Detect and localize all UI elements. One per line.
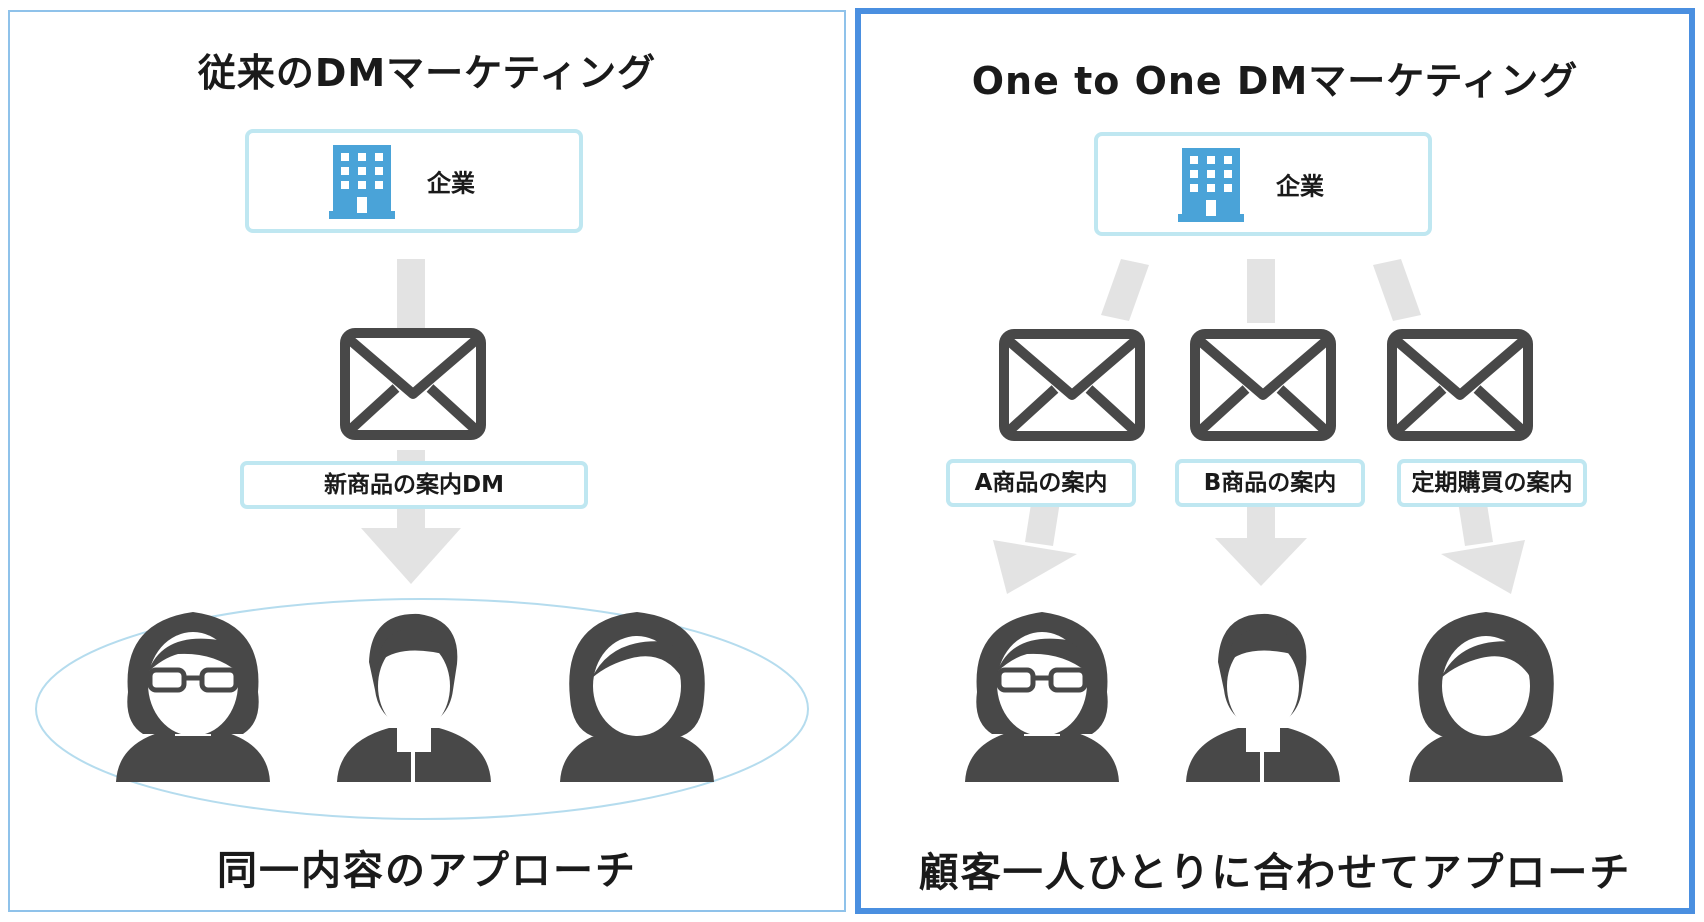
left-company-box: 企業 xyxy=(245,129,583,233)
left-panel-title: 従来のDMマーケティング xyxy=(197,51,657,95)
left-dm-label: 新商品の案内DM xyxy=(240,461,588,509)
building-icon xyxy=(329,145,395,219)
right-panel-title: One to One DMマーケティング xyxy=(971,59,1579,103)
left-company-label: 企業 xyxy=(427,169,475,198)
dm-label-a: A商品の案内 xyxy=(946,459,1136,507)
left-panel-footer: 同一内容のアプローチ xyxy=(217,848,637,894)
customer-group-ellipse xyxy=(35,598,809,820)
traditional-dm-panel: 従来のDMマーケティング 企業 新商品の案内DM xyxy=(8,10,846,912)
dm-label-b: B商品の案内 xyxy=(1175,459,1365,507)
right-company-label: 企業 xyxy=(1276,172,1324,201)
right-panel-footer: 顧客一人ひとりに合わせてアプローチ xyxy=(918,850,1632,896)
person-icon xyxy=(337,613,491,782)
person-icon xyxy=(965,612,1119,782)
envelope-icon xyxy=(1190,329,1336,441)
one-to-one-dm-panel: One to One DMマーケティング 企業 xyxy=(855,8,1695,914)
person-icon xyxy=(1409,612,1563,782)
envelope-icon xyxy=(1387,329,1533,441)
person-icon xyxy=(1186,613,1340,782)
building-icon xyxy=(1178,148,1244,222)
person-icon xyxy=(116,612,270,782)
dm-label-subscription: 定期購買の案内 xyxy=(1397,459,1587,507)
right-arrows-lower xyxy=(993,466,1525,594)
left-arrow-upper xyxy=(397,259,425,331)
envelope-icon xyxy=(999,329,1145,441)
envelope-icon xyxy=(340,328,486,440)
right-arrows-upper xyxy=(1101,259,1421,323)
person-icon xyxy=(560,612,714,782)
right-company-box: 企業 xyxy=(1094,132,1432,236)
